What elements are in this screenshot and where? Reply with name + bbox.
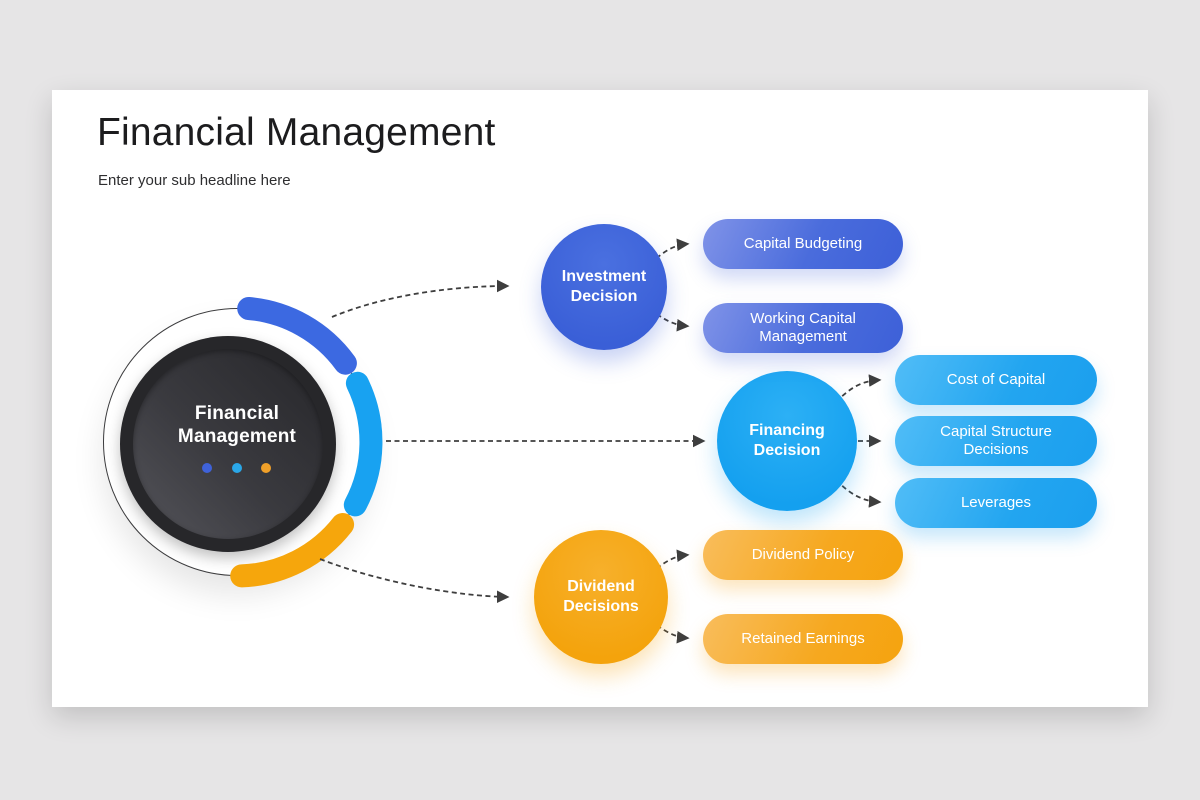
pill-dividend-policy-label: Dividend Policy <box>751 546 855 563</box>
hub-label-line1: Financial <box>194 403 280 424</box>
pill-leverages: Leverages <box>895 478 1097 528</box>
hub-label-line2: Management <box>177 426 297 447</box>
pill-working-capital-management: Working Capital Management <box>703 303 903 353</box>
pill-capital-budgeting: Capital Budgeting <box>703 219 903 269</box>
pill-cost-of-capital: Cost of Capital <box>895 355 1097 405</box>
pill-dividend-policy: Dividend Policy <box>703 530 903 580</box>
pill-capital-structure-decisions: Capital Structure Decisions <box>895 416 1097 466</box>
pill-cost-of-capital-label: Cost of Capital <box>946 371 1046 388</box>
slide-title: Financial Management <box>97 111 496 154</box>
pill-retained-earnings-label: Retained Earnings <box>741 630 865 647</box>
node-investment-decision: Investment Decision <box>541 224 667 350</box>
pill-leverages-label: Leverages <box>960 494 1032 511</box>
pill-retained-earnings: Retained Earnings <box>703 614 903 664</box>
node-financing-decision-label: Financing Decision <box>749 422 825 459</box>
pill-capital-budgeting-label: Capital Budgeting <box>743 235 863 252</box>
pill-capital-structure-decisions-label: Capital Structure Decisions <box>940 423 1052 458</box>
node-investment-decision-label: Investment Decision <box>561 268 647 305</box>
hub-dark-inner-disc <box>133 349 323 539</box>
slide-subtitle: Enter your sub headline here <box>98 172 291 189</box>
connector-hub-dividend <box>319 558 510 604</box>
pill-working-capital-management-label: Working Capital Management <box>750 310 856 345</box>
node-dividend-decisions: Dividend Decisions <box>534 530 668 664</box>
node-dividend-decisions-label: Dividend Decisions <box>563 578 639 615</box>
node-financing-decision: Financing Decision <box>717 371 857 511</box>
connector-hub-investment <box>331 279 510 318</box>
slide-canvas: Financial Management Enter your sub head… <box>52 90 1148 707</box>
hub-label: Financial Management <box>137 402 337 448</box>
